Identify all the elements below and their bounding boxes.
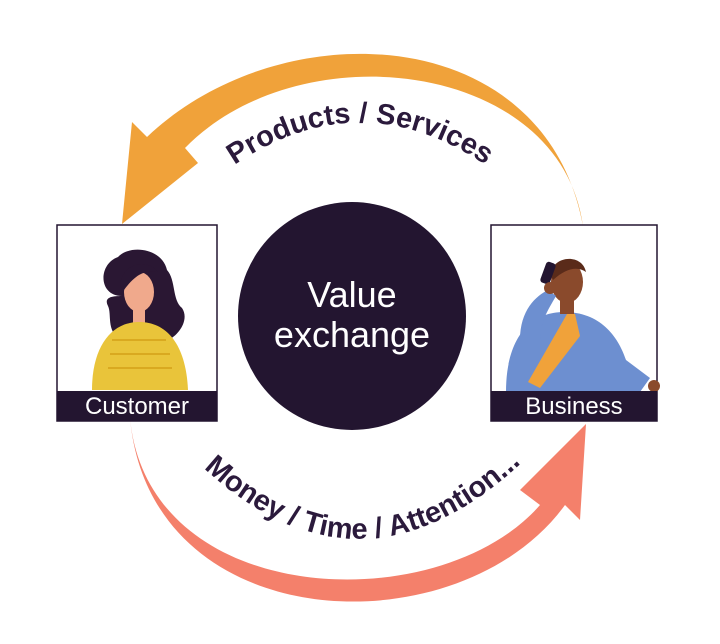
products-services-arrow (122, 53, 583, 226)
products-services-label: Products / Services (221, 97, 499, 170)
customer-tag (57, 391, 217, 421)
business-label: Business (525, 393, 622, 420)
customer-card: Customer (56, 224, 218, 422)
money-time-attention-arrow (130, 418, 586, 602)
value-exchange-line1: Value (307, 274, 396, 315)
businessman-on-phone-icon (506, 258, 660, 392)
customer-label: Customer (85, 393, 189, 420)
value-exchange-circle (238, 202, 466, 430)
products-services-arrow-body (122, 53, 583, 226)
money-time-attention-label: Money / Time / Attention... (199, 445, 526, 546)
value-exchange-node: Value exchange (238, 202, 466, 430)
business-card: Business (490, 224, 660, 422)
business-tag (491, 391, 657, 421)
value-exchange-line2: exchange (274, 314, 430, 355)
woman-icon (92, 249, 188, 390)
money-time-attention-arrow-body (130, 418, 586, 602)
